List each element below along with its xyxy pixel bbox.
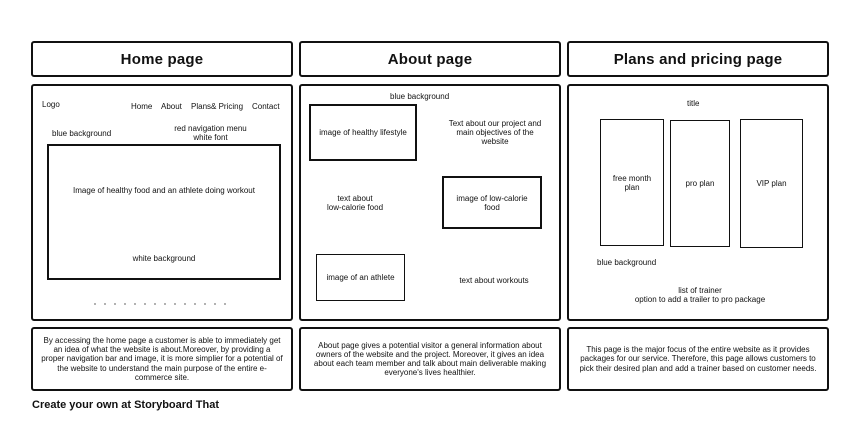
home-description: By accessing the home page a customer is… [31, 327, 293, 391]
home-hero-bg-label: white background [132, 254, 196, 263]
carousel-dot[interactable] [174, 303, 176, 305]
plans-title-label: title [687, 99, 700, 108]
plans-trainer-line1: list of trainer [678, 286, 722, 295]
carousel-dot[interactable] [154, 303, 156, 305]
home-nav-note: red navigation menu white font [163, 124, 258, 142]
plans-description: This page is the major focus of the enti… [567, 327, 829, 391]
plans-pro-card: pro plan [670, 120, 730, 247]
home-nav-about: About [161, 102, 182, 111]
about-workouts-text: text about workouts [459, 276, 529, 285]
plans-trainer-line2: option to add a trailer to pro package [634, 295, 766, 304]
plans-free-card: free month plan [600, 119, 664, 246]
home-nav-plans: Plans& Pricing [191, 102, 244, 111]
carousel-dot[interactable] [124, 303, 126, 305]
about-lowcal-text-line2: low-calorie food [326, 203, 384, 212]
home-cell: Logo Home About Plans& Pricing Contact b… [31, 84, 293, 321]
home-nav-contact: Contact [252, 102, 280, 111]
carousel-dot[interactable] [94, 303, 96, 305]
carousel-dot[interactable] [164, 303, 166, 305]
carousel-dot[interactable] [224, 303, 226, 305]
plans-blue-bg-label: blue background [597, 258, 657, 267]
plans-vip-label: VIP plan [756, 179, 787, 188]
about-project-text-line2: main objectives of the [456, 128, 534, 137]
about-project-text: Text about our project and main objectiv… [437, 119, 553, 146]
home-nav-note-line1: red navigation menu [174, 124, 247, 133]
about-img-lowcal-line1: image of low-calorie [456, 193, 528, 203]
about-img-athlete-label: image of an athlete [326, 273, 395, 282]
home-hero-text: Image of healthy food and an athlete doi… [73, 186, 255, 195]
carousel-dot[interactable] [194, 303, 196, 305]
about-title-box: About page [299, 41, 561, 77]
carousel-dot[interactable] [114, 303, 116, 305]
home-title: Home page [120, 50, 204, 68]
home-blue-bg-label: blue background [52, 129, 112, 138]
plans-title: Plans and pricing page [613, 50, 783, 68]
about-description: About page gives a potential visitor a g… [299, 327, 561, 391]
about-project-text-line3: website [481, 137, 509, 146]
about-title: About page [387, 50, 473, 68]
about-blue-bg-label: blue background [390, 92, 450, 101]
plans-trainer-text: list of trainer option to add a trailer … [617, 286, 783, 304]
about-lowcal-text: text about low-calorie food [318, 194, 392, 212]
plans-pro-label: pro plan [685, 179, 715, 188]
about-lowcal-text-line1: text about [337, 194, 373, 203]
carousel-dot[interactable] [134, 303, 136, 305]
storyboard-footer-link[interactable]: Create your own at Storyboard That [32, 399, 220, 411]
plans-title-box: Plans and pricing page [567, 41, 829, 77]
home-title-box: Home page [31, 41, 293, 77]
about-project-text-line1: Text about our project and [448, 119, 542, 128]
carousel-dot[interactable] [184, 303, 186, 305]
plans-free-line2: plan [624, 182, 640, 192]
home-logo: Logo [42, 100, 60, 109]
about-img-lifestyle-label: image of healthy lifestyle [319, 128, 407, 137]
about-img-lowcal: image of low-calorie food [442, 176, 542, 229]
plans-free-line1: free month [612, 173, 652, 183]
carousel-dot[interactable] [214, 303, 216, 305]
home-nav-home: Home [131, 102, 153, 111]
plans-cell: title free month plan pro plan VIP plan … [567, 84, 829, 321]
about-img-lowcal-line2: food [484, 202, 500, 212]
carousel-dot[interactable] [144, 303, 146, 305]
carousel-dot[interactable] [204, 303, 206, 305]
plans-vip-card: VIP plan [740, 119, 803, 248]
home-nav-note-line2: white font [193, 133, 228, 142]
about-img-lifestyle: image of healthy lifestyle [309, 104, 417, 161]
carousel-dots [94, 303, 226, 305]
about-img-athlete: image of an athlete [316, 254, 405, 301]
about-cell: blue background image of healthy lifesty… [299, 84, 561, 321]
home-hero-frame: Image of healthy food and an athlete doi… [47, 144, 281, 280]
carousel-dot[interactable] [104, 303, 106, 305]
